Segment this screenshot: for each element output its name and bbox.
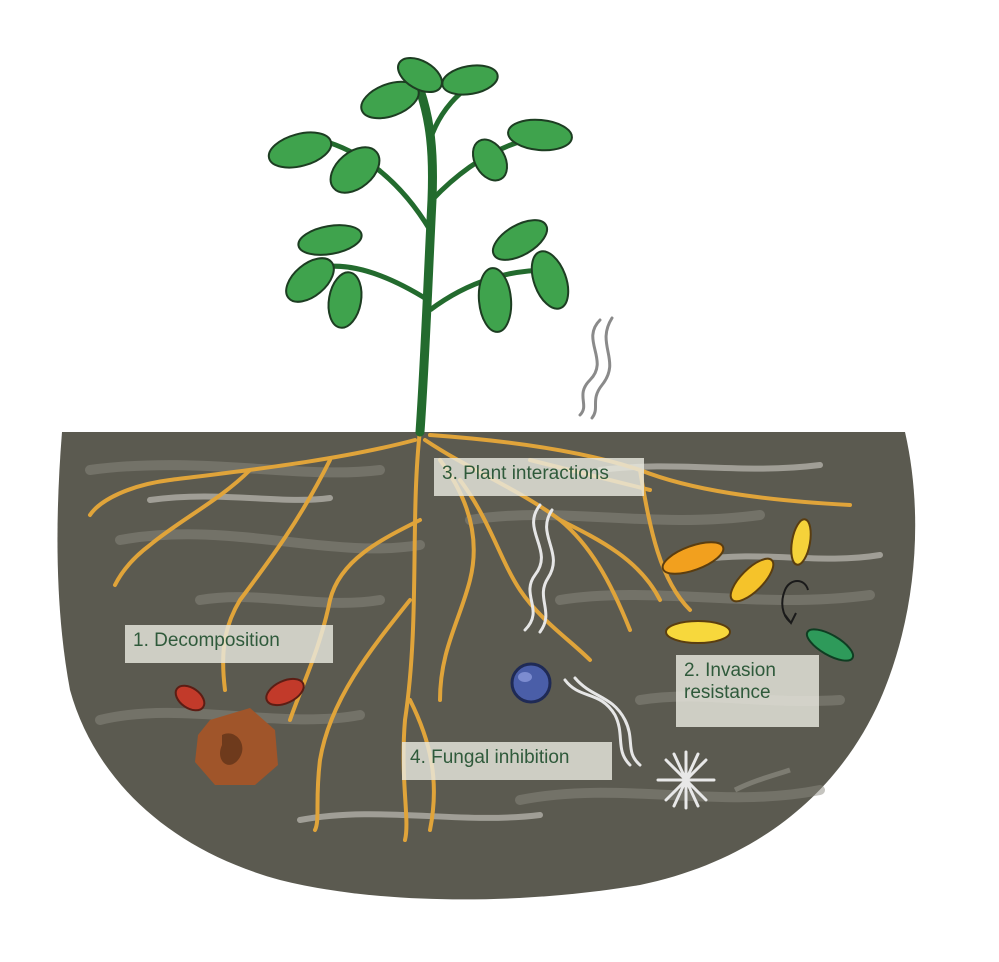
- fungus-icon: [658, 752, 714, 808]
- plant-icon: [265, 51, 575, 432]
- label-plant-interactions: 3. Plant interactions: [434, 458, 644, 496]
- decomposition-text: 1. Decomposition: [133, 630, 325, 652]
- label-fungal-inhibition: 4. Fungal inhibition: [402, 742, 612, 780]
- plant-interactions-text: 3. Plant interactions: [442, 463, 636, 485]
- invasion-text-line2: resistance: [684, 682, 811, 704]
- blue-spore-icon: [512, 664, 550, 702]
- volatile-wisp-icon: [580, 318, 612, 418]
- fungal-inhibition-text: 4. Fungal inhibition: [410, 747, 604, 769]
- label-invasion-resistance: 2. Invasion resistance: [676, 655, 819, 727]
- invasion-text-line1: 2. Invasion: [684, 660, 811, 682]
- label-decomposition: 1. Decomposition: [125, 625, 333, 663]
